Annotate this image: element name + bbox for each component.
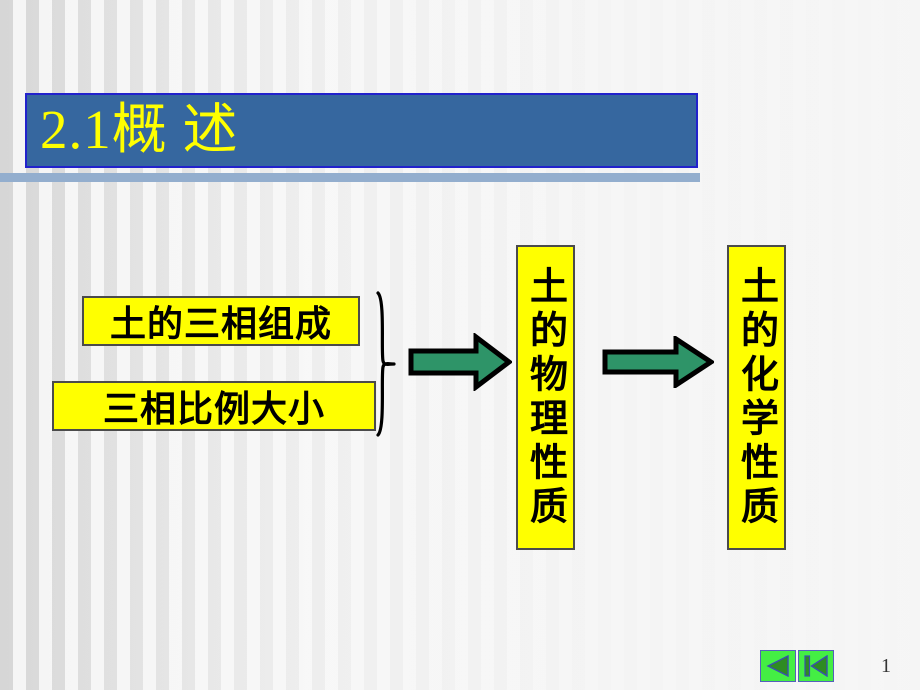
- diagram-box-proportion: 三相比例大小: [52, 381, 376, 431]
- slide-title-bar: 2.1概 述: [25, 93, 698, 168]
- title-underline-rule: [0, 173, 700, 182]
- diagram-box-composition: 土的三相组成: [82, 296, 360, 346]
- triangle-left-bar-icon: [804, 655, 828, 677]
- previous-slide-button[interactable]: [760, 650, 796, 682]
- diagram-box-chemical-properties: 土的化学性质: [727, 245, 786, 550]
- navigation-button-group: [760, 650, 834, 682]
- right-arrow-icon-1: [408, 333, 512, 391]
- page-number: 1: [881, 654, 891, 677]
- first-slide-button[interactable]: [798, 650, 834, 682]
- page-title: 2.1概 述: [40, 99, 239, 160]
- right-arrow-icon-2: [602, 336, 714, 388]
- curly-brace-icon: [376, 291, 396, 437]
- triangle-left-icon: [766, 655, 789, 677]
- diagram-box-physical-properties: 土的物理性质: [516, 245, 575, 550]
